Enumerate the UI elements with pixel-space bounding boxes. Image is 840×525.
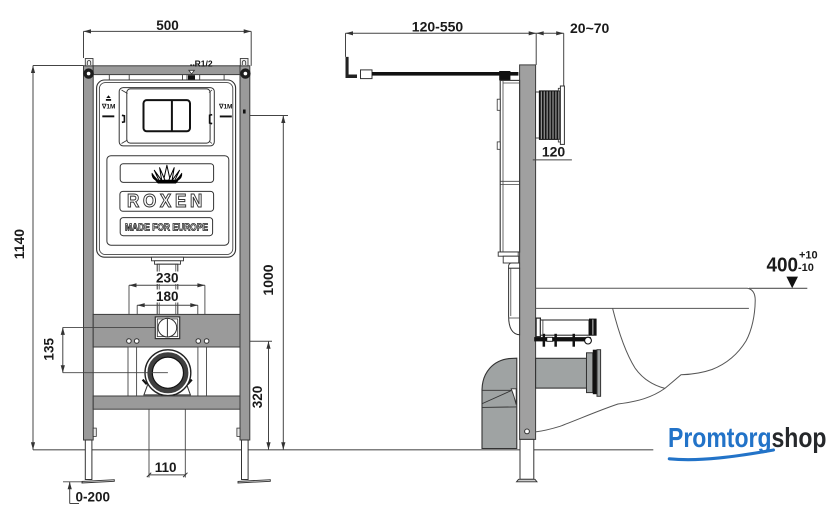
svg-text:500: 500 — [156, 18, 179, 33]
svg-text:+10: +10 — [799, 250, 818, 262]
svg-text:400: 400 — [767, 253, 799, 276]
svg-text:180: 180 — [156, 289, 179, 304]
svg-text:110: 110 — [155, 460, 177, 475]
svg-text:120-550: 120-550 — [412, 18, 464, 34]
svg-text:-10: -10 — [798, 262, 814, 274]
svg-text:0-200: 0-200 — [76, 490, 111, 505]
svg-text:MADE FOR EUROPE: MADE FOR EUROPE — [125, 221, 208, 233]
svg-text:135: 135 — [42, 338, 57, 361]
svg-text:20~70: 20~70 — [570, 20, 610, 36]
svg-text:R1/2: R1/2 — [195, 58, 213, 68]
svg-text:∇1M: ∇1M — [101, 102, 115, 110]
svg-text:ROXEN: ROXEN — [127, 190, 206, 211]
svg-text:∇1M: ∇1M — [218, 102, 232, 110]
svg-text:1140: 1140 — [11, 229, 27, 260]
svg-text:120: 120 — [542, 144, 566, 160]
svg-text:320: 320 — [250, 386, 265, 409]
svg-text:Promtorg: Promtorg — [668, 422, 772, 453]
svg-text:1000: 1000 — [260, 264, 276, 295]
svg-text:shop: shop — [772, 422, 827, 453]
svg-text:230: 230 — [156, 271, 179, 286]
